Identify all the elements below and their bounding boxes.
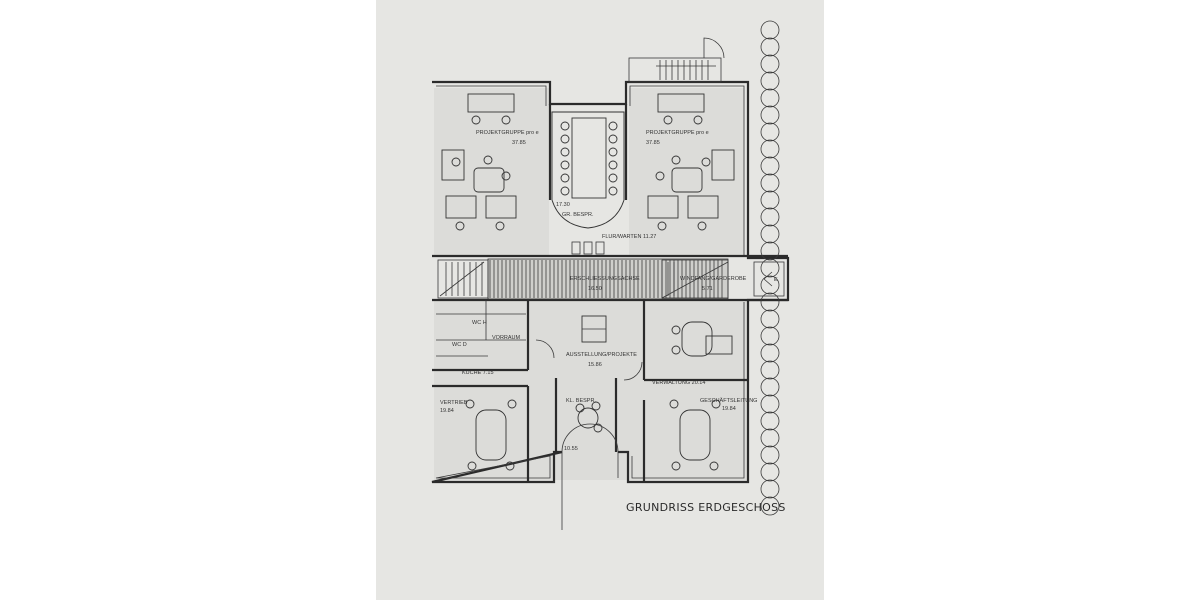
chair-icon <box>593 423 603 433</box>
tree-icon <box>760 54 780 74</box>
chair-icon <box>655 171 665 181</box>
chair-icon <box>608 147 618 157</box>
tree-icon <box>760 275 780 295</box>
tree-icon <box>760 139 780 159</box>
chair-icon <box>560 173 570 183</box>
label-kl-bespr: KL. BESPR. <box>566 398 596 404</box>
area-windfang: 5.71 <box>702 286 713 292</box>
tree-icon <box>760 292 780 312</box>
tree-icon <box>760 462 780 482</box>
chair-icon <box>483 155 493 165</box>
floor-plan-drawing: E PROJEKTGR <box>431 20 790 530</box>
tree-icon <box>760 326 780 346</box>
label-erschliessung: ERSCHLIESSUNGSACHSE <box>570 276 640 282</box>
tree-icon <box>760 309 780 329</box>
area-eingang: 10.55 <box>564 446 578 452</box>
tree-icon <box>760 360 780 380</box>
chair-icon <box>471 115 481 125</box>
tree-icon <box>760 156 780 176</box>
chair-icon <box>657 221 667 231</box>
chair-icon <box>451 157 461 167</box>
tree-icon <box>760 241 780 261</box>
area-geschaeftsleitung: 19.84 <box>722 406 736 412</box>
area-erschliessung: 16.50 <box>588 286 602 292</box>
tree-icon <box>760 105 780 125</box>
tree-icon <box>760 122 780 142</box>
chair-icon <box>608 134 618 144</box>
tree-icon <box>760 88 780 108</box>
tree-icon <box>760 445 780 465</box>
chair-icon <box>560 147 570 157</box>
tree-icon <box>760 71 780 91</box>
label-vertrieb: VERTRIEB <box>440 400 468 406</box>
tree-icon <box>760 428 780 448</box>
chair-icon <box>505 461 515 471</box>
chair-icon <box>608 160 618 170</box>
chair-icon <box>495 221 505 231</box>
chair-icon <box>693 115 703 125</box>
tree-icon <box>760 479 780 499</box>
label-projektgruppe-left: PROJEKTGRUPPE pro e <box>476 130 539 136</box>
chair-icon <box>671 461 681 471</box>
label-kueche: KÜCHE 7.15 <box>462 369 494 376</box>
label-flur: FLUR/WARTEN 11.27 <box>602 234 656 240</box>
area-projektgruppe-left: 37.85 <box>512 140 526 146</box>
chair-icon <box>608 121 618 131</box>
tree-icon <box>760 411 780 431</box>
tree-icon <box>760 20 780 40</box>
chair-icon <box>697 221 707 231</box>
chair-icon <box>669 399 679 409</box>
chair-icon <box>591 401 601 411</box>
label-projektgruppe-right: PROJEKTGRUPPE pro e <box>646 130 709 136</box>
label-verwaltung: VERWALTUNG 20.14 <box>652 380 705 386</box>
tree-icon <box>760 207 780 227</box>
area-vertrieb: 19.84 <box>440 408 454 414</box>
chair-icon <box>701 157 711 167</box>
paper-sheet: E PROJEKTGR <box>376 0 824 600</box>
chair-icon <box>709 461 719 471</box>
tree-icon <box>760 394 780 414</box>
tree-icon <box>760 173 780 193</box>
chair-icon <box>671 325 681 335</box>
chair-icon <box>560 134 570 144</box>
entrance-letter: E <box>774 277 778 283</box>
label-vorraum: VORRAUM <box>492 335 521 341</box>
chair-icon <box>671 345 681 355</box>
label-ausstellung: AUSSTELLUNG/PROJEKTE <box>566 352 637 358</box>
tree-icon <box>760 343 780 363</box>
chair-icon <box>501 115 511 125</box>
tree-icon <box>760 190 780 210</box>
label-wc-d: WC D <box>452 342 467 348</box>
label-windfang: WINDFANG/GARDEROBE <box>680 276 747 282</box>
chair-icon <box>465 399 475 409</box>
label-wc-h: WC H <box>472 320 487 326</box>
chair-icon <box>507 399 517 409</box>
tree-icon <box>760 224 780 244</box>
chair-icon <box>711 399 721 409</box>
chair-icon <box>501 171 511 181</box>
chair-icon <box>663 115 673 125</box>
chair-icon <box>560 160 570 170</box>
tree-icon <box>760 258 780 278</box>
tree-icon <box>760 496 780 516</box>
area-ausstellung: 15.86 <box>588 362 602 368</box>
area-besprechung: 17.30 <box>556 202 570 208</box>
chair-icon <box>560 186 570 196</box>
chair-icon <box>608 173 618 183</box>
chair-icon <box>671 155 681 165</box>
label-besprechung: GR. BESPR. <box>562 212 594 218</box>
chair-icon <box>560 121 570 131</box>
label-geschaeftsleitung: GESCHÄFTSLEITUNG <box>700 397 757 404</box>
chair-icon <box>608 186 618 196</box>
chair-icon <box>455 221 465 231</box>
tree-icon <box>760 377 780 397</box>
drawing-title: GRUNDRISS ERDGESCHOSS <box>626 501 786 514</box>
chair-icon <box>467 461 477 471</box>
area-projektgruppe-right: 37.85 <box>646 140 660 146</box>
tree-icon <box>760 37 780 57</box>
